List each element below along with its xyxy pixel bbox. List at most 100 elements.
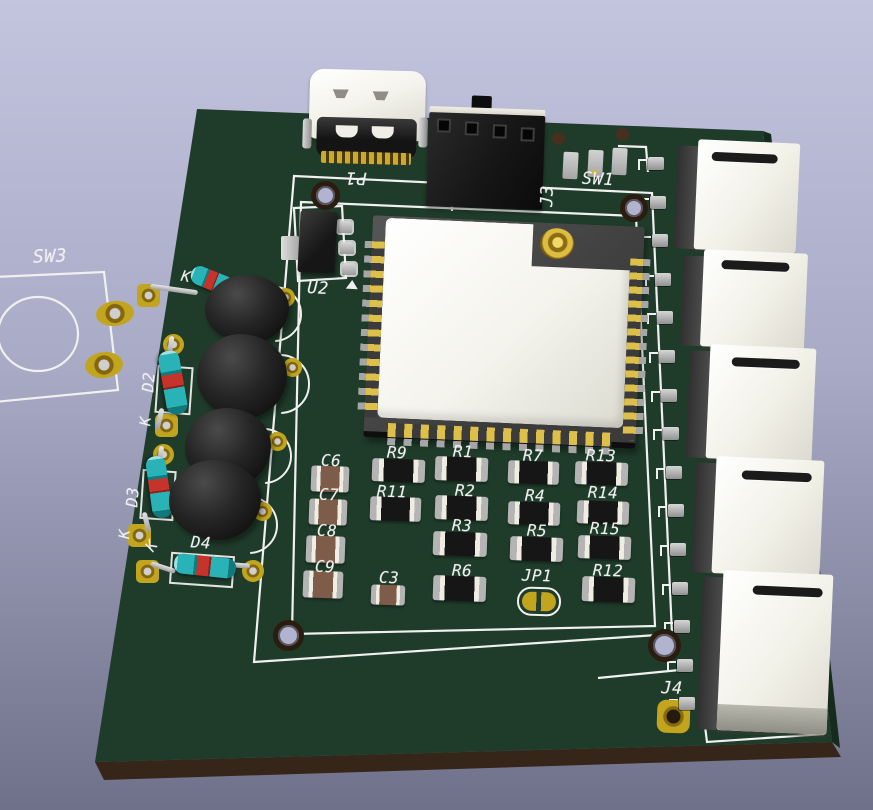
u2-pin-3	[342, 263, 356, 275]
refdes-C6: C6	[320, 450, 342, 471]
refdes-J3: J3	[537, 184, 558, 208]
connector-leg-silkscreen	[638, 159, 647, 170]
connector-leg	[665, 465, 682, 479]
refdes-JP1: JP1	[521, 565, 553, 586]
connector-leg	[659, 350, 675, 363]
u2-pin-2	[340, 242, 354, 254]
refdes-R6: R6	[451, 560, 473, 581]
refdes-R12: R12	[592, 560, 624, 581]
refdes-R3: R3	[451, 515, 473, 536]
j3-socket-3	[492, 124, 507, 139]
refdes-R2: R2	[454, 480, 476, 501]
connector-leg	[670, 543, 686, 556]
refdes-D3: D3	[122, 486, 143, 508]
connector-leg	[672, 581, 689, 595]
jumper-JP1	[516, 586, 562, 617]
capacitor-cylinder-2	[197, 334, 287, 418]
connector-leg-silkscreen	[666, 660, 676, 672]
refdes-K1: K	[179, 266, 193, 287]
refdes-R14: R14	[587, 482, 619, 503]
connector-leg	[656, 311, 673, 325]
j3-socket-1	[436, 118, 452, 133]
refdes-C3: C3	[378, 567, 400, 588]
resistor-R12	[581, 576, 636, 603]
sw1-hole-2	[616, 128, 629, 141]
ic-U2	[297, 210, 338, 274]
connector-leg-silkscreen	[662, 583, 672, 595]
refdes-R15: R15	[589, 518, 621, 539]
connector-leg	[648, 157, 664, 170]
connector-leg	[676, 658, 693, 672]
connector-leg	[650, 195, 667, 209]
usb-c-connector-P1	[302, 66, 430, 171]
resistor-R15	[577, 535, 632, 560]
wifi-module	[357, 213, 651, 455]
sw1-gold-dot	[592, 170, 597, 175]
refdes-R4: R4	[524, 485, 546, 506]
usb-c-shell-pin-left	[302, 118, 312, 149]
capacitor-C3	[370, 584, 406, 606]
sw1-hole-1	[552, 132, 565, 145]
pad-round-5	[283, 358, 302, 377]
connector-block-1	[673, 138, 801, 254]
j3-socket-4	[520, 127, 535, 142]
connector-leg	[678, 697, 695, 711]
u2-tab-pad	[281, 236, 299, 260]
connector-leg-silkscreen	[649, 352, 658, 363]
refdes-K3: K	[115, 528, 134, 540]
capacitor-cylinder-1	[205, 275, 289, 343]
connector-leg-silkscreen	[655, 467, 665, 479]
jp1-pads	[521, 591, 557, 612]
connector-leg	[661, 388, 678, 402]
connector-leg	[663, 427, 680, 441]
refdes-R7: R7	[522, 445, 544, 466]
connector-block-4	[691, 455, 825, 578]
connector-leg-silkscreen	[653, 429, 663, 441]
refdes-R11: R11	[376, 481, 408, 502]
j3-socket-2	[464, 121, 480, 136]
connector-J3	[424, 94, 548, 210]
connector-leg	[654, 272, 671, 286]
connector-block-3	[685, 343, 817, 463]
refdes-J4: J4	[660, 678, 684, 699]
connector-leg-silkscreen	[664, 622, 674, 634]
sw1-pad-1	[562, 151, 579, 180]
connector-leg	[667, 504, 684, 518]
usb-c-pin-row	[320, 150, 412, 166]
refdes-R13: R13	[585, 445, 617, 466]
mounting-hole-bottom-right	[648, 629, 681, 662]
refdes-SW3: SW3	[32, 245, 68, 268]
connector-leg-silkscreen	[646, 313, 656, 325]
refdes-D2: D2	[138, 371, 159, 393]
mounting-hole-bottom-left	[273, 620, 304, 651]
usb-c-tongue-2	[371, 126, 394, 139]
board-edge-face	[95, 742, 841, 780]
connector-leg-silkscreen	[657, 506, 667, 518]
u2-pin1-marker	[345, 279, 359, 290]
connector-leg	[652, 234, 669, 248]
refdes-R1: R1	[452, 441, 474, 462]
refdes-C9: C9	[314, 556, 336, 577]
refdes-SW1: SW1	[581, 168, 615, 191]
connector-bottom-face	[716, 703, 828, 735]
refdes-C7: C7	[318, 484, 340, 505]
capacitor-cylinder-4	[169, 460, 261, 540]
mounting-hole-top-right	[620, 194, 648, 222]
connector-leg	[674, 620, 691, 634]
refdes-R5: R5	[526, 520, 548, 541]
connector-block-5	[696, 569, 834, 735]
refdes-C8: C8	[316, 520, 338, 541]
connector-leg-silkscreen	[651, 390, 661, 402]
connector-block-2	[679, 248, 809, 351]
refdes-R9: R9	[386, 442, 408, 463]
pad-round-6	[268, 432, 287, 451]
connector-leg-silkscreen	[660, 545, 669, 556]
refdes-D4: D4	[190, 532, 212, 553]
pad-square-1	[137, 284, 160, 307]
mounting-hole-top-left	[311, 181, 340, 210]
refdes-P1: P1	[345, 167, 367, 188]
usb-c-tongue-1	[335, 125, 358, 138]
refdes-K2: K	[136, 415, 155, 427]
refdes-U2: U2	[306, 277, 330, 300]
